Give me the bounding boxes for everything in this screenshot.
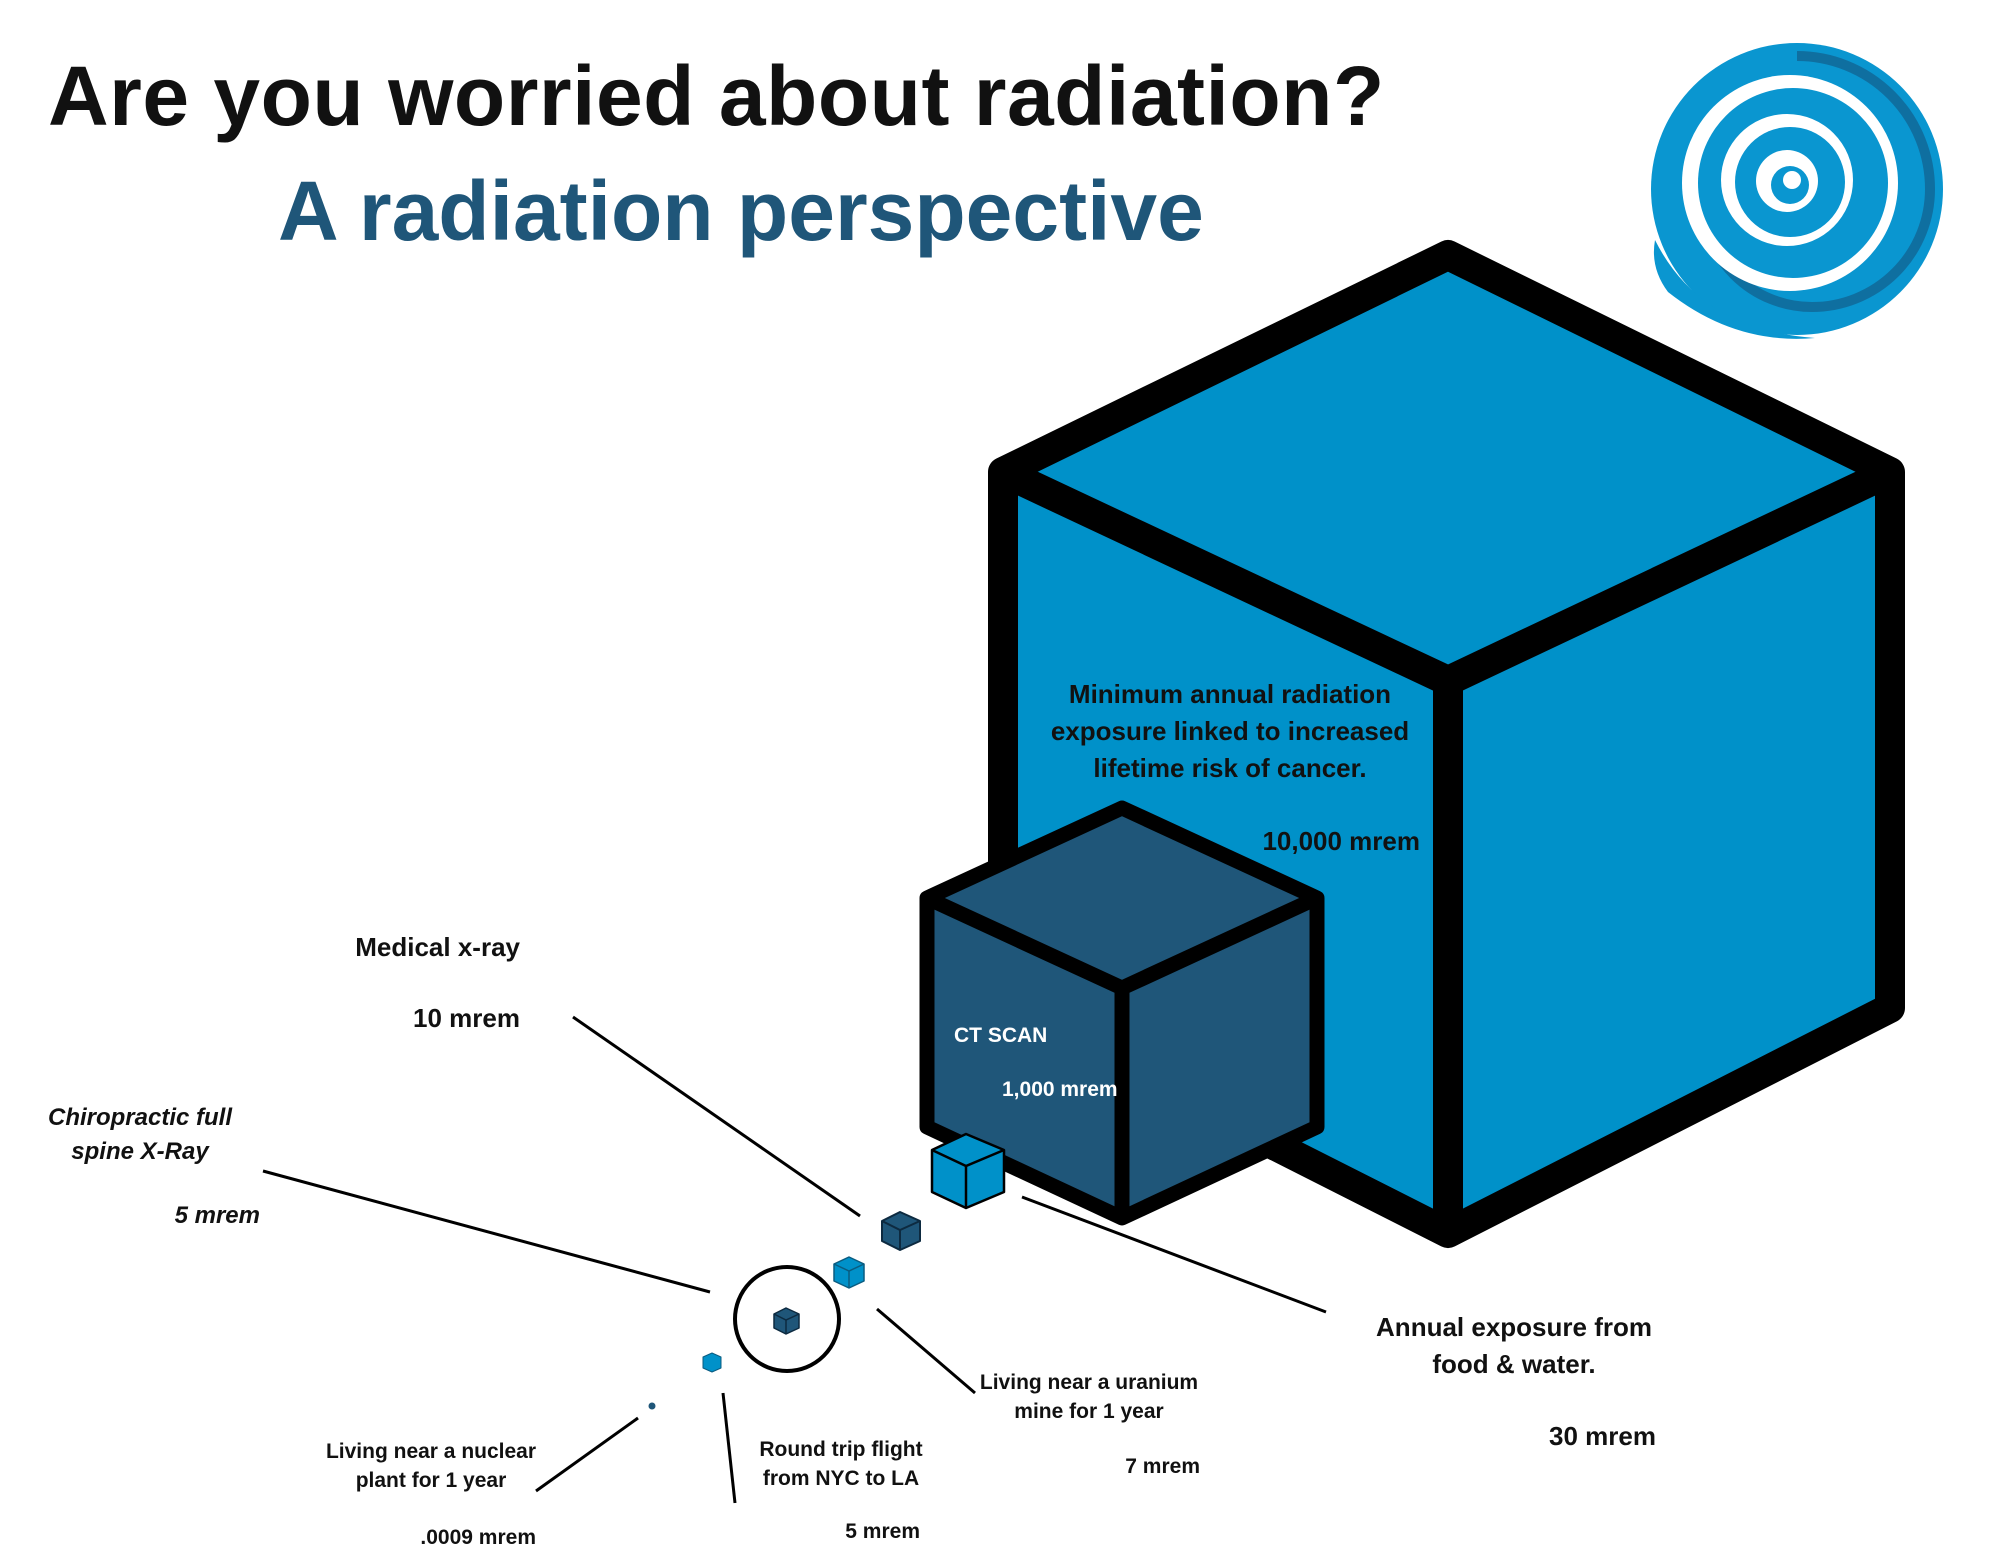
cube-medical-xray [881, 1211, 921, 1251]
cancer-risk-dose: 10,000 mrem [1262, 826, 1420, 856]
flight-dose: 5 mrem [845, 1520, 920, 1543]
line-medical-xray [572, 1015, 861, 1218]
cube-nuclear-plant [648, 1402, 656, 1410]
page-title: Are you worried about radiation? [48, 49, 1385, 143]
chiropractic-description: Chiropractic full spine X-Ray [47, 1104, 233, 1165]
line-nuclear-plant [535, 1416, 639, 1493]
cube-ct-scan [919, 800, 1325, 1226]
medical-xray-label: Medical x-ray [355, 932, 520, 962]
leader-lines [262, 1015, 1327, 1504]
ct-scan-dose: 1,000 mrem [1002, 1078, 1118, 1101]
ct-scan-label: CT SCAN [954, 1024, 1048, 1047]
cube-food-water [930, 1132, 1006, 1210]
spiral-logo-icon [1651, 43, 1943, 339]
cube-flight [702, 1352, 722, 1373]
uranium-mine-description: Living near a uranium mine for 1 year [979, 1371, 1199, 1423]
highlight-circle [733, 1265, 841, 1373]
food-water-description: Annual exposure from food & water. [1376, 1312, 1652, 1379]
chiropractic-dose: 5 mrem [174, 1202, 260, 1229]
cube-uranium-mine [833, 1256, 865, 1289]
cancer-risk-description: Minimum annual radiation exposure linked… [1050, 679, 1410, 783]
line-food-water [1021, 1195, 1327, 1314]
uranium-mine-dose: 7 mrem [1125, 1455, 1200, 1478]
nuclear-plant-description: Living near a nuclear plant for 1 year [325, 1440, 537, 1492]
food-water-dose: 30 mrem [1549, 1421, 1656, 1451]
line-flight [721, 1392, 737, 1504]
page-subtitle: A radiation perspective [278, 164, 1204, 258]
line-uranium-mine [876, 1307, 976, 1395]
nuclear-plant-dose: .0009 mrem [420, 1526, 536, 1545]
cube-chiropractic [733, 1265, 841, 1373]
flight-description: Round trip flight from NYC to LA [759, 1438, 923, 1490]
medical-xray-dose: 10 mrem [413, 1003, 520, 1033]
line-chiropractic [262, 1169, 711, 1294]
